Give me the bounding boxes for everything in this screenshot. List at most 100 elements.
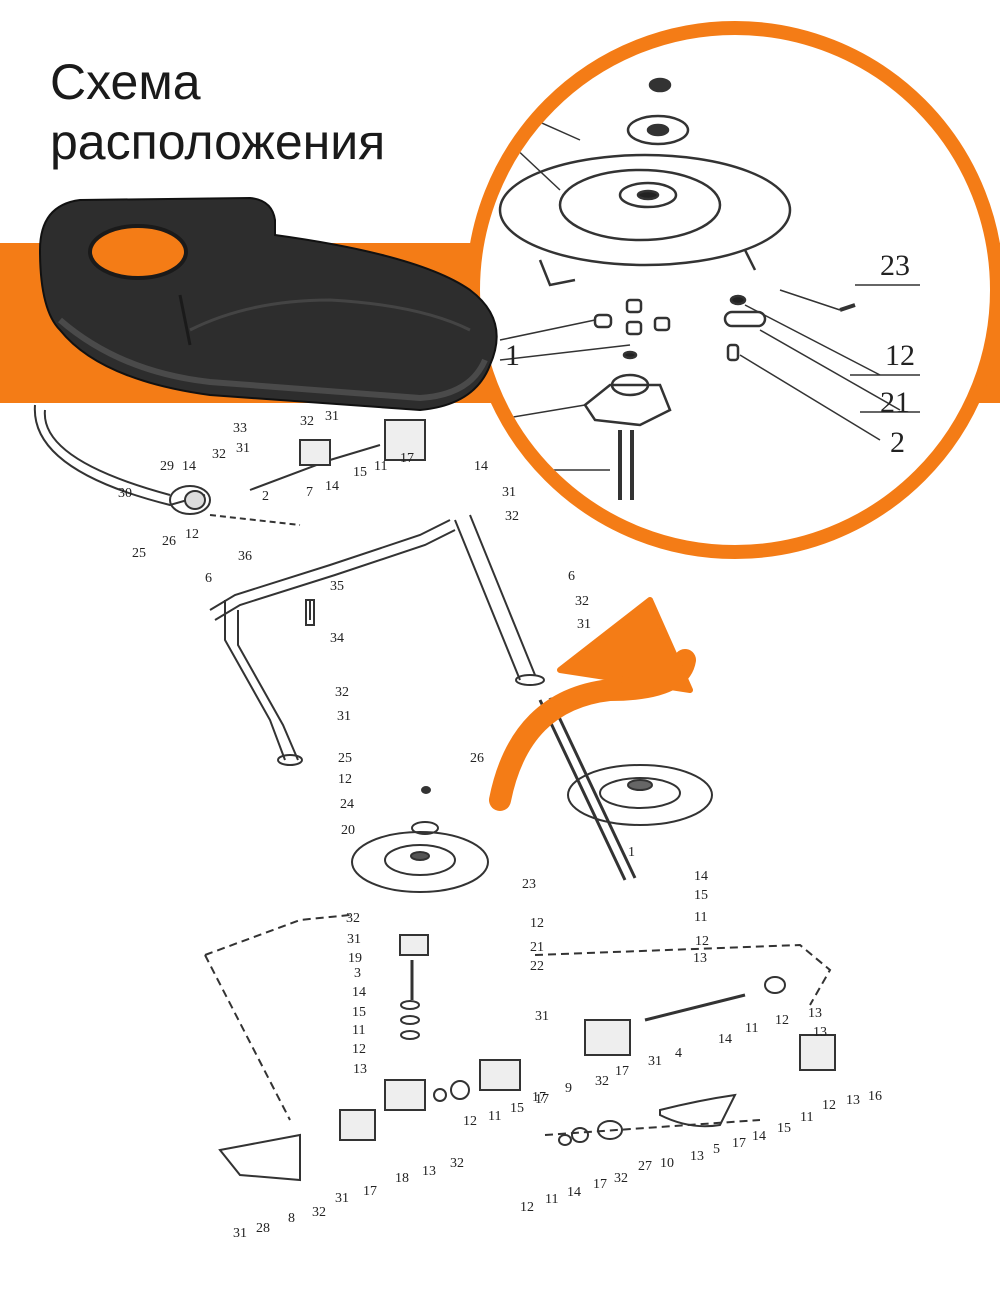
curved-arrow-icon — [489, 597, 696, 811]
callout-label: 18 — [395, 1171, 409, 1186]
callout-label: 32 — [614, 1171, 628, 1186]
callout-label: 31 — [337, 709, 351, 724]
hinge-plate-part — [38, 196, 498, 412]
callout-label: 29 — [160, 459, 174, 474]
callout-label: 11 — [374, 459, 387, 474]
callout-label: 31 — [325, 409, 339, 424]
callout-label: 10 — [660, 1156, 674, 1171]
callout-label: 15 — [510, 1101, 524, 1116]
callout-label: 31 — [648, 1054, 662, 1069]
callout-label: 31 — [502, 485, 516, 500]
callout-label: 7 — [306, 485, 313, 500]
callout-label: 31 — [577, 617, 591, 632]
callout-label: 23 — [522, 877, 536, 892]
callout-label: 27 — [638, 1159, 652, 1174]
callout-label: 11 — [352, 1023, 365, 1038]
callout-label: 13 — [690, 1149, 704, 1164]
page-title: Схема расположения — [50, 52, 480, 172]
callout-label: 12 — [185, 527, 199, 542]
callout-label: 17 — [535, 1092, 549, 1107]
callout-label: 14 — [182, 459, 196, 474]
callout-label: 26 — [162, 534, 176, 549]
callout-label: 36 — [238, 549, 252, 564]
callout-label: 31 — [347, 932, 361, 947]
callout-label: 31 — [535, 1009, 549, 1024]
callout-label: 26 — [470, 751, 484, 766]
callout-label: 31 — [236, 441, 250, 456]
callout-label: 20 — [341, 823, 355, 838]
zoom-callout-label: 12 — [885, 339, 915, 372]
callout-label: 17 — [363, 1184, 377, 1199]
callout-label: 25 — [132, 546, 146, 561]
callout-label: 32 — [450, 1156, 464, 1171]
callout-label: 6 — [568, 569, 575, 584]
callout-label: 17 — [593, 1177, 607, 1192]
callout-label: 2 — [262, 489, 269, 504]
title-line-1: Схема — [50, 54, 201, 110]
callout-label: 17 — [532, 1090, 546, 1105]
callout-label: 13 — [422, 1164, 436, 1179]
callout-label: 15 — [353, 465, 367, 480]
zoom-callout-label: 1 — [505, 339, 520, 372]
callout-label: 32 — [505, 509, 519, 524]
callout-label: 21 — [530, 940, 544, 955]
callout-label: 15 — [694, 888, 708, 903]
callout-label: 14 — [325, 479, 339, 494]
callout-label: 32 — [335, 685, 349, 700]
callout-label: 35 — [330, 579, 344, 594]
callout-label: 16 — [868, 1089, 882, 1104]
callout-label: 12 — [338, 772, 352, 787]
callout-label: 12 — [695, 934, 709, 949]
callout-label: 30 — [118, 486, 132, 501]
callout-label: 14 — [752, 1129, 766, 1144]
callout-label: 13 — [808, 1006, 822, 1021]
callout-label: 11 — [745, 1021, 758, 1036]
callout-label: 3 — [354, 966, 361, 981]
title-line-2: расположения — [50, 114, 386, 170]
callout-label: 31 — [335, 1191, 349, 1206]
callout-label: 24 — [340, 797, 354, 812]
callout-label: 12 — [775, 1013, 789, 1028]
callout-label: 9 — [565, 1081, 572, 1096]
callout-label: 14 — [694, 869, 708, 884]
callout-label: 14 — [718, 1032, 732, 1047]
callout-label: 32 — [212, 447, 226, 462]
callout-label: 28 — [256, 1221, 270, 1236]
callout-label: 32 — [346, 911, 360, 926]
zoom-callout-label: 21 — [880, 386, 910, 419]
callout-label: 15 — [777, 1121, 791, 1136]
callout-label: 11 — [488, 1109, 501, 1124]
callout-label: 15 — [352, 1005, 366, 1020]
zoom-callout-label: 23 — [880, 249, 910, 282]
exploded-schematic — [33, 404, 836, 1182]
callout-label: 11 — [545, 1192, 558, 1207]
callout-label: 11 — [800, 1110, 813, 1125]
callout-label: 32 — [575, 594, 589, 609]
callout-label: 31 — [233, 1226, 247, 1241]
callout-label: 12 — [530, 916, 544, 931]
callout-label: 1 — [628, 845, 635, 860]
callout-label: 14 — [567, 1185, 581, 1200]
callout-label: 32 — [312, 1205, 326, 1220]
callout-label: 11 — [694, 910, 707, 925]
callout-label: 14 — [352, 985, 366, 1000]
callout-label: 32 — [595, 1074, 609, 1089]
callout-label: 6 — [205, 571, 212, 586]
callout-label: 12 — [352, 1042, 366, 1057]
callout-label: 13 — [353, 1062, 367, 1077]
callout-label: 32 — [300, 414, 314, 429]
callout-label: 33 — [233, 421, 247, 436]
callout-label: 34 — [330, 631, 344, 646]
callout-label: 17 — [615, 1064, 629, 1079]
callout-label: 19 — [348, 951, 362, 966]
callout-label: 12 — [822, 1098, 836, 1113]
callout-label: 12 — [463, 1114, 477, 1129]
callout-label: 22 — [530, 959, 544, 974]
callout-label: 13 — [693, 951, 707, 966]
callout-label: 13 — [813, 1025, 827, 1040]
callout-label: 25 — [338, 751, 352, 766]
